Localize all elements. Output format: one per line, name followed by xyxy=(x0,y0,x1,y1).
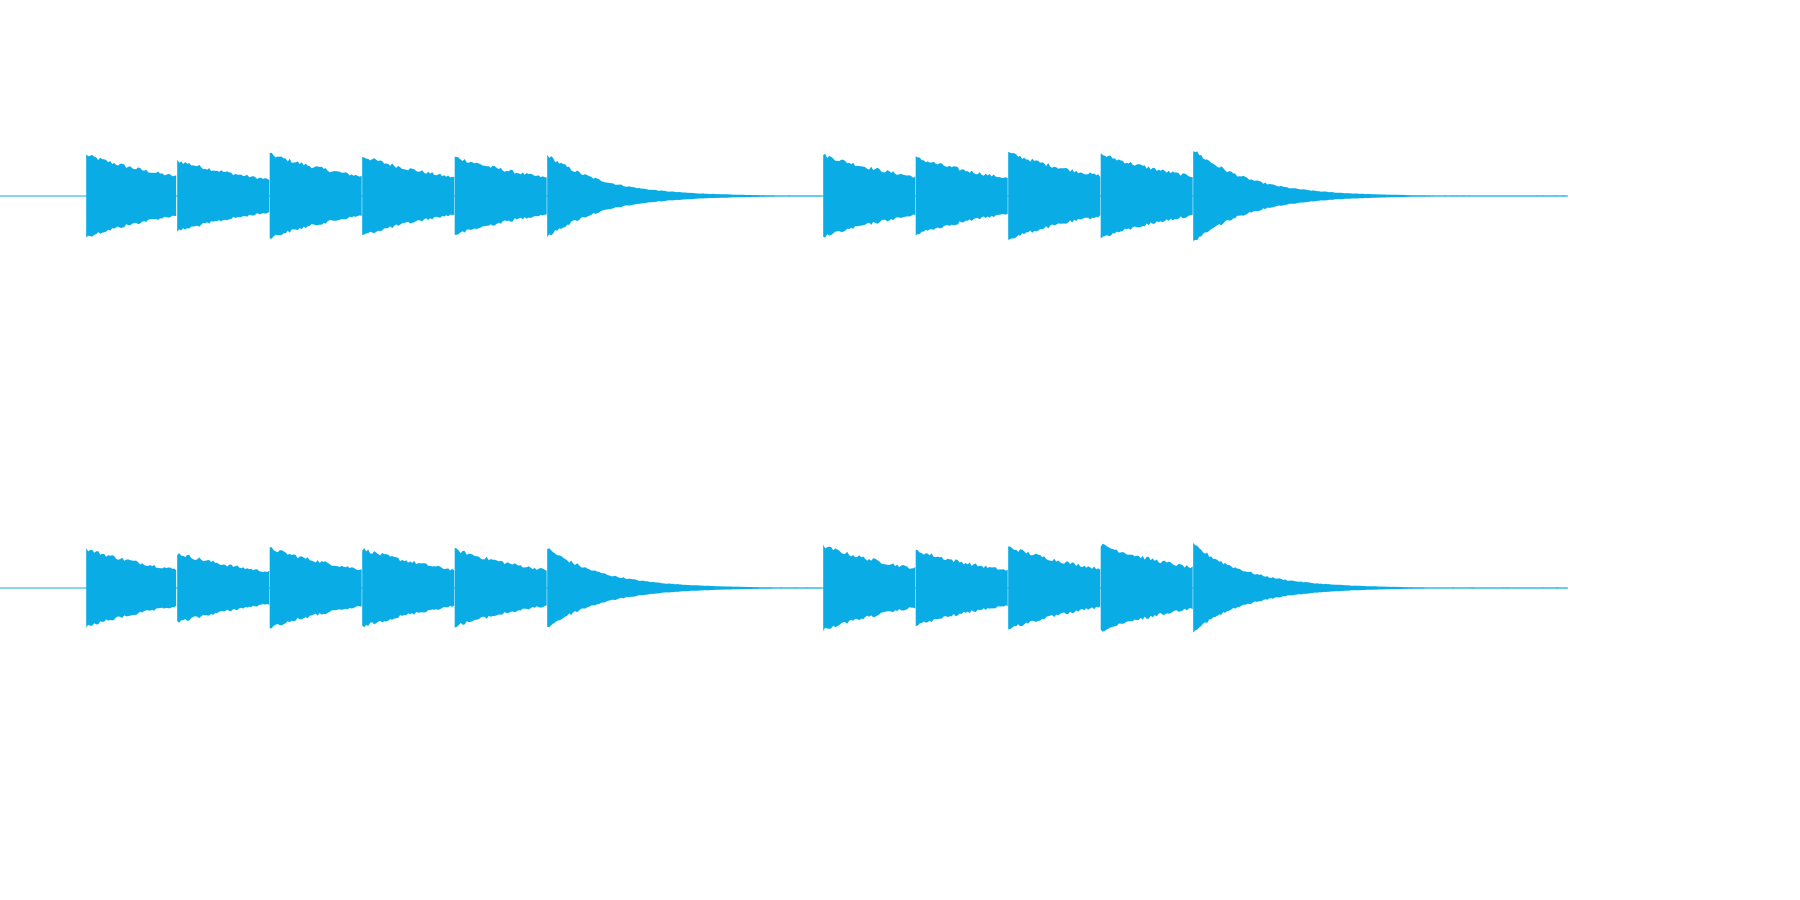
waveform-note-6 xyxy=(547,154,822,238)
waveform-note-9 xyxy=(1008,546,1101,630)
waveform-note-2 xyxy=(177,553,270,623)
waveform-note-3 xyxy=(269,547,362,629)
waveform-note-7 xyxy=(823,153,916,238)
channel-1-waveform xyxy=(0,151,1568,241)
waveform-note-11 xyxy=(1193,151,1568,241)
waveform-note-8 xyxy=(915,156,1008,236)
waveform-note-3 xyxy=(269,152,362,239)
waveform-note-9 xyxy=(1008,151,1101,240)
waveform-note-7 xyxy=(823,544,916,631)
waveform-note-5 xyxy=(454,156,547,235)
waveform-note-2 xyxy=(177,159,270,232)
waveform-note-1 xyxy=(86,548,177,628)
waveform-note-11 xyxy=(1193,542,1568,633)
waveform-view xyxy=(0,151,1568,633)
waveform-note-4 xyxy=(362,548,455,628)
waveform-note-6 xyxy=(547,548,822,628)
waveform-note-10 xyxy=(1100,153,1193,239)
channel-2-waveform xyxy=(0,542,1568,633)
waveform-note-5 xyxy=(454,547,547,628)
waveform-note-1 xyxy=(86,154,177,238)
waveform-note-10 xyxy=(1100,543,1193,632)
waveform-note-4 xyxy=(362,156,455,236)
waveform-note-8 xyxy=(915,549,1008,626)
